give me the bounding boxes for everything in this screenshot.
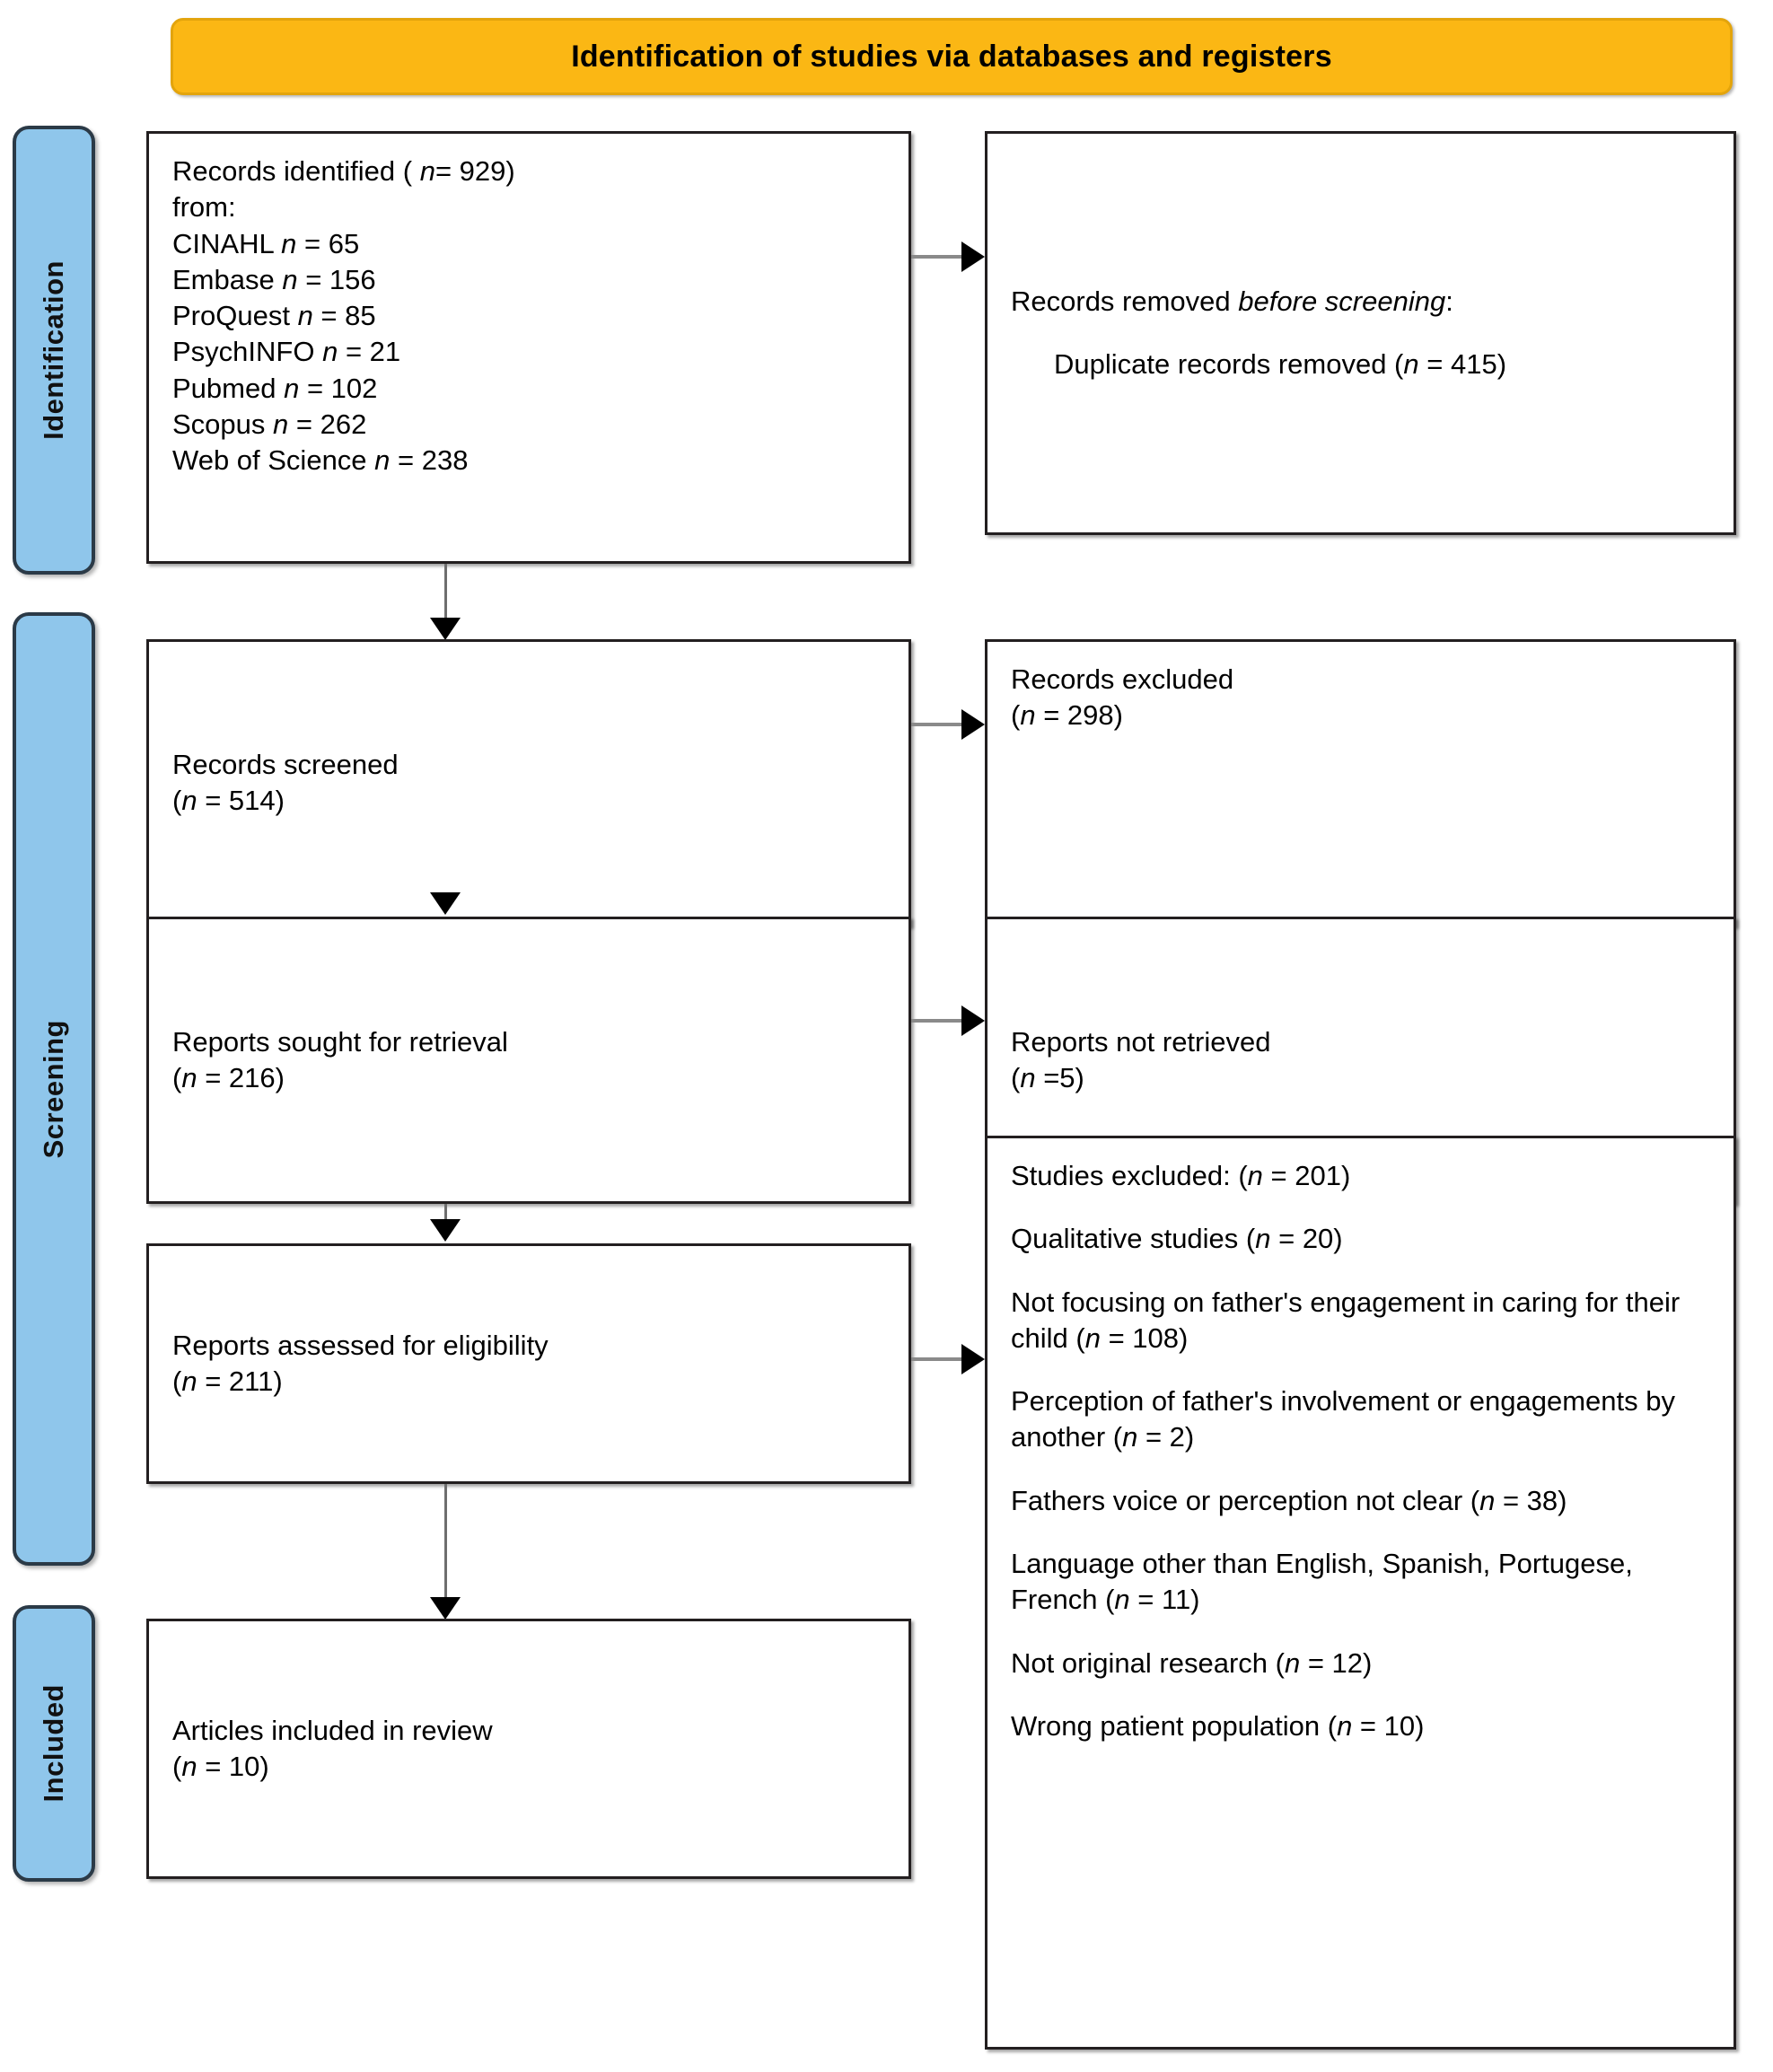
duplicate-records-removed: Duplicate records removed (n = 415) — [1054, 348, 1507, 380]
arrowhead-identified-to-removed — [961, 241, 985, 272]
connector-identified-to-screened — [444, 564, 447, 619]
connector-sought-to-not-retrieved — [911, 1019, 961, 1023]
reports-assessed-line2: (n = 211) — [172, 1365, 283, 1397]
articles-included-line1: Articles included in review — [172, 1714, 493, 1746]
box-articles-included-in-review: Articles included in review (n = 10) — [146, 1619, 911, 1879]
box-records-excluded: Records excluded (n = 298) — [985, 639, 1736, 926]
records-screened-line2: (n = 514) — [172, 785, 285, 816]
source-proquest: ProQuest n = 85 — [172, 300, 376, 332]
studies-excluded-heading: Studies excluded: (n = 201) — [1011, 1160, 1351, 1191]
box-records-removed-before-screening: Records removed before screening: Duplic… — [985, 131, 1736, 535]
exclusion-reason-qualitative: Qualitative studies (n = 20) — [1011, 1223, 1343, 1255]
diagram-header-banner: Identification of studies via databases … — [171, 18, 1733, 95]
exclusion-reason-perception-other: Perception of father's involvement or en… — [1011, 1385, 1676, 1453]
arrowhead-assessed-to-studies-excluded — [961, 1344, 985, 1374]
source-scopus: Scopus n = 262 — [172, 408, 367, 441]
stage-tab-included-label: Included — [38, 1684, 69, 1803]
connector-assessed-to-studies-excluded — [911, 1357, 961, 1361]
page-title: Identification of studies via databases … — [571, 39, 1332, 74]
source-cinahl: CINAHL n = 65 — [172, 227, 360, 259]
records-excluded-line1: Records excluded — [1011, 663, 1234, 695]
exclusion-reason-wrong-population: Wrong patient population (n = 10) — [1011, 1709, 1425, 1742]
articles-included-line2: (n = 10) — [172, 1751, 269, 1782]
records-excluded-line2: (n = 298) — [1011, 699, 1123, 732]
arrowhead-sought-to-not-retrieved — [961, 1005, 985, 1036]
box-reports-sought-for-retrieval: Reports sought for retrieval (n = 216) — [146, 917, 911, 1204]
records-screened-line1: Records screened — [172, 748, 399, 780]
stage-tab-included: Included — [13, 1605, 95, 1882]
arrowhead-screened-to-excluded — [961, 709, 985, 740]
source-psychinfo: PsychINFO n = 21 — [172, 336, 401, 368]
stage-tab-screening: Screening — [13, 612, 95, 1566]
arrowhead-assessed-to-included — [430, 1597, 461, 1620]
arrowhead-screened-to-sought — [430, 892, 461, 915]
records-identified-heading: Records identified ( n= 929) — [172, 155, 515, 187]
arrowhead-sought-to-assessed — [430, 1219, 461, 1242]
connector-screened-to-excluded — [911, 723, 961, 726]
arrowhead-identified-to-screened — [430, 618, 461, 640]
reports-sought-line1: Reports sought for retrieval — [172, 1025, 508, 1058]
stage-tab-identification: Identification — [13, 126, 95, 575]
exclusion-reason-not-focusing: Not focusing on father's engagement in c… — [1011, 1286, 1681, 1354]
records-removed-heading: Records removed before screening: — [1011, 285, 1453, 317]
connector-identified-to-removed — [911, 255, 961, 259]
reports-not-retrieved-line1: Reports not retrieved — [1011, 1025, 1271, 1058]
box-reports-assessed-for-eligibility: Reports assessed for eligibility (n = 21… — [146, 1243, 911, 1484]
connector-sought-to-assessed — [444, 1204, 447, 1224]
source-embase: Embase n = 156 — [172, 263, 376, 295]
box-records-identified: Records identified ( n= 929) from: CINAH… — [146, 131, 911, 564]
stage-tab-screening-label: Screening — [38, 1019, 69, 1159]
exclusion-reason-not-original: Not original research (n = 12) — [1011, 1646, 1373, 1679]
source-web-of-science: Web of Science n = 238 — [172, 444, 469, 477]
reports-assessed-line1: Reports assessed for eligibility — [172, 1329, 549, 1361]
reports-not-retrieved-line2: (n =5) — [1011, 1062, 1084, 1093]
stage-tab-identification-label: Identification — [38, 260, 69, 440]
box-records-screened: Records screened (n = 514) — [146, 639, 911, 926]
box-studies-excluded: Studies excluded: (n = 201) Qualitative … — [985, 1136, 1736, 2050]
source-pubmed: Pubmed n = 102 — [172, 372, 378, 404]
exclusion-reason-language: Language other than English, Spanish, Po… — [1011, 1548, 1633, 1616]
exclusion-reason-voice-not-clear: Fathers voice or perception not clear (n… — [1011, 1484, 1567, 1516]
connector-assessed-to-included — [444, 1484, 447, 1601]
records-identified-from-label: from: — [172, 191, 236, 224]
reports-sought-line2: (n = 216) — [172, 1062, 285, 1093]
